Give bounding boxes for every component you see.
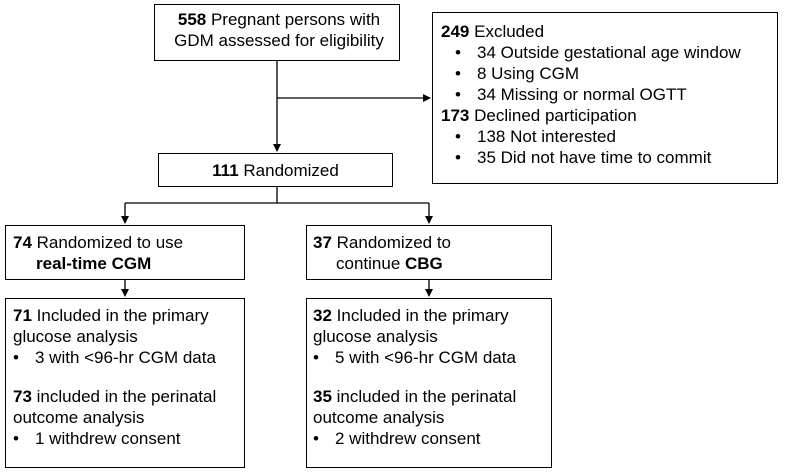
randomized-count: 111 bbox=[212, 161, 239, 180]
cbg-primary-line2: glucose analysis bbox=[313, 327, 438, 346]
bullet: • bbox=[455, 64, 461, 83]
cbg-perinatal-bullet: 2 withdrew consent bbox=[335, 429, 481, 448]
cgm-perinatal-line1: included in the perinatal bbox=[36, 387, 217, 406]
bullet: • bbox=[455, 148, 461, 167]
cgm-arm-line1: Randomized to use bbox=[36, 233, 184, 252]
cbg-arm-box: 37 Randomized to continue CBG bbox=[306, 225, 552, 280]
randomized-box: 111 Randomized bbox=[158, 153, 393, 187]
cgm-primary-line1: Included in the primary bbox=[36, 306, 209, 325]
cgm-arm-line2-bold: real-time CGM bbox=[36, 254, 152, 273]
cbg-perinatal-line2: outcome analysis bbox=[313, 408, 445, 427]
bullet: • bbox=[455, 85, 461, 104]
cbg-arm-line1: Randomized to bbox=[336, 233, 451, 252]
bullet: • bbox=[313, 429, 319, 448]
bullet: • bbox=[313, 348, 319, 367]
cbg-arm-line2-bold: CBG bbox=[405, 254, 443, 273]
assessed-box: 558 Pregnant persons with GDM assessed f… bbox=[154, 4, 400, 61]
cbg-outcome-box: 32 Included in the primary glucose analy… bbox=[306, 298, 552, 468]
cbg-arm-line2-prefix: continue bbox=[336, 254, 405, 273]
excluded-reason: 8 Using CGM bbox=[477, 64, 580, 83]
cgm-arm-count: 74 bbox=[13, 233, 32, 252]
excluded-reason: 34 Outside gestational age window bbox=[477, 43, 741, 62]
cgm-perinatal-bullet: 1 withdrew consent bbox=[35, 429, 181, 448]
randomized-label: Randomized bbox=[243, 161, 339, 180]
cgm-primary-line2: glucose analysis bbox=[13, 327, 138, 346]
declined-label: Declined participation bbox=[474, 106, 637, 125]
cbg-arm-count: 37 bbox=[313, 233, 332, 252]
cgm-primary-count: 71 bbox=[13, 306, 32, 325]
excluded-box: 249 Excluded • 34 Outside gestational age… bbox=[432, 12, 778, 184]
declined-reason: 35 Did not have time to commit bbox=[477, 148, 712, 167]
declined-count: 173 bbox=[441, 106, 470, 125]
assessed-line2: GDM assessed for eligibility bbox=[174, 31, 384, 50]
excluded-reason: 34 Missing or normal OGTT bbox=[477, 85, 687, 104]
cbg-perinatal-line1: included in the perinatal bbox=[336, 387, 517, 406]
cbg-primary-bullet: 5 with <96-hr CGM data bbox=[335, 348, 516, 367]
cbg-primary-line1: Included in the primary bbox=[336, 306, 509, 325]
bullet: • bbox=[13, 429, 19, 448]
bullet: • bbox=[455, 127, 461, 146]
assessed-line1: Pregnant persons with bbox=[210, 10, 381, 29]
cgm-arm-box: 74 Randomized to use real-time CGM bbox=[5, 225, 245, 280]
excluded-label: Excluded bbox=[474, 22, 545, 41]
bullet: • bbox=[455, 43, 461, 62]
declined-reason: 138 Not interested bbox=[477, 127, 616, 146]
cbg-primary-count: 32 bbox=[313, 306, 332, 325]
cgm-primary-bullet: 3 with <96-hr CGM data bbox=[35, 348, 216, 367]
cgm-outcome-box: 71 Included in the primary glucose analy… bbox=[5, 298, 245, 468]
cgm-perinatal-line2: outcome analysis bbox=[13, 408, 145, 427]
bullet: • bbox=[13, 348, 19, 367]
excluded-count: 249 bbox=[441, 22, 470, 41]
cbg-perinatal-count: 35 bbox=[313, 387, 332, 406]
cgm-perinatal-count: 73 bbox=[13, 387, 32, 406]
assessed-count: 558 bbox=[177, 10, 207, 29]
